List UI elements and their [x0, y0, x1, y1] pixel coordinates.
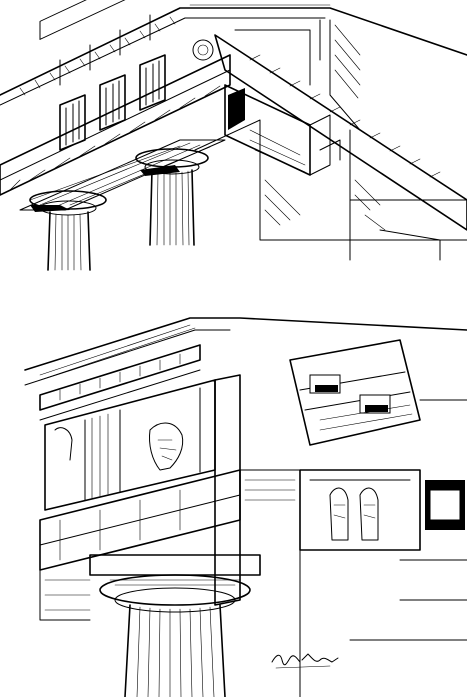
top-figure: [0, 0, 467, 271]
column-bottom-shaft: [124, 604, 226, 697]
column-left-top: [29, 190, 107, 271]
mutule-row: [39, 0, 201, 86]
coffer-block-stack: [289, 339, 421, 446]
bottom-figure: [24, 317, 467, 697]
corner-block: [224, 84, 341, 176]
architrave-left: [0, 54, 231, 196]
right-wall-top: [194, 119, 467, 261]
column-center-top: [135, 148, 209, 246]
right-wall-bottom: [299, 399, 467, 697]
frieze-left: [44, 379, 216, 511]
triglyph-blocks: [59, 39, 214, 151]
corner-pier: [214, 374, 301, 606]
left-wall-bottom: [39, 569, 91, 621]
roof-slab-right: [214, 19, 467, 231]
cornice-band: [39, 344, 201, 421]
frieze-right: [299, 469, 465, 551]
column-bottom-capital: [89, 554, 261, 613]
signature: [271, 653, 339, 669]
